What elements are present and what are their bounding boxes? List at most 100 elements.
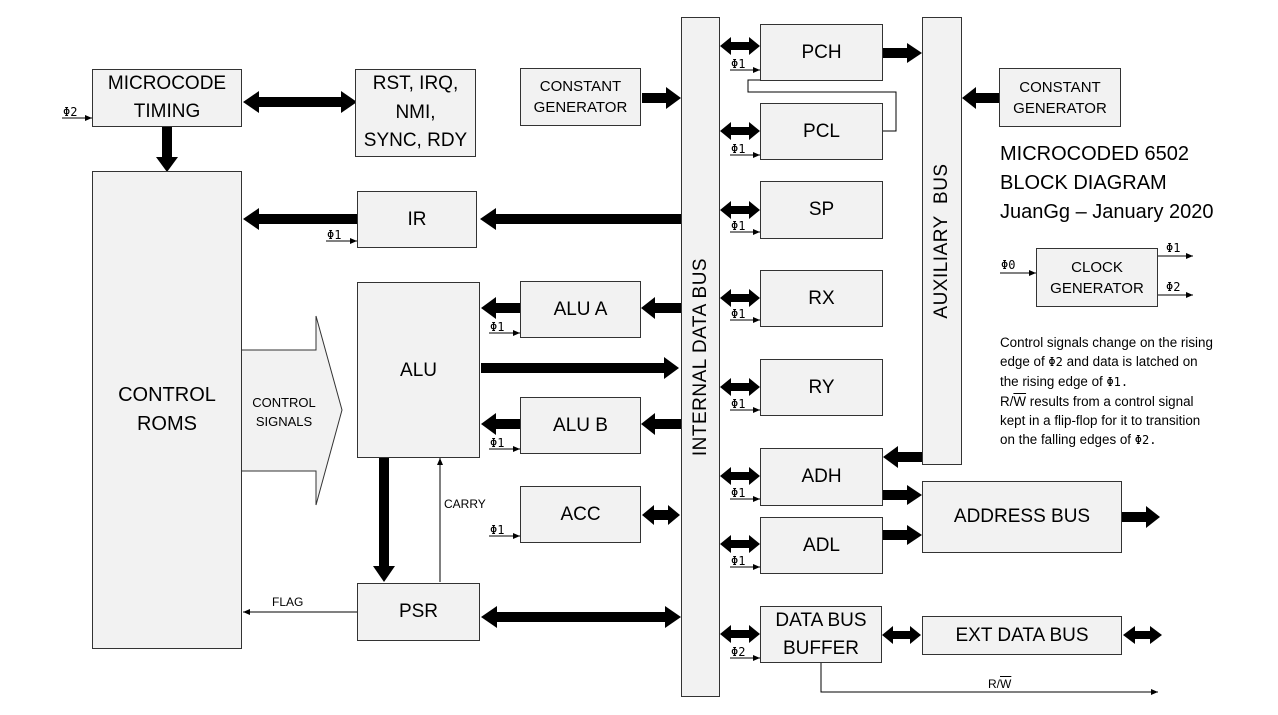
phi1-label-pch: Φ1 [731,57,746,71]
auxiliary-bus-label: AUXILIARY BUS [931,163,952,319]
rw-label: R/W [988,677,1011,691]
bus-rx-double-arrow [720,289,760,307]
phi1-label-acc: Φ1 [490,523,505,537]
ir-label: IR [407,208,427,230]
bus-dbb-double-arrow [720,625,760,643]
ext-out-double-arrow [1123,626,1162,644]
timing-note: Control signals change on the rising edg… [1000,333,1270,450]
acc-bus-double-arrow [642,505,680,525]
alua-to-alu-arrow [481,297,520,319]
ry-label: RY [808,376,835,398]
adh-block: ADH [760,448,883,506]
address-bus-block: ADDRESS BUS [922,481,1122,553]
bus-pch-double-arrow [720,37,760,55]
auxiliary-bus: AUXILIARY BUS [922,17,962,465]
rx-label: RX [808,287,835,309]
acc-label: ACC [560,503,601,525]
constant-generator-left-line2: GENERATOR [533,99,628,116]
note-line6: on the falling edges of Φ2. [1000,432,1157,447]
pcl-block: PCL [760,103,883,160]
alub-to-alu-arrow [481,413,520,435]
sp-block: SP [760,181,883,239]
adh-to-addrbus-arrow [883,485,922,505]
data-bus-buffer-line2: BUFFER [783,637,859,659]
alu-a-block: ALU A [520,281,641,338]
phi1-label-adh: Φ1 [731,486,746,500]
phi1-label-pcl: Φ1 [731,142,746,156]
internal-data-bus-label: INTERNAL DATA BUS [689,257,711,457]
dbb-ext-double-arrow [882,626,921,644]
control-signals-line1: CONTROL [252,395,316,410]
data-bus-buffer-line1: DATA BUS [775,609,867,631]
rst-irq-block: RST, IRQ,NMI,SYNC, RDY [355,69,476,157]
adl-label: ADL [803,534,840,556]
addrbus-out-arrow [1122,506,1160,528]
pch-block: PCH [760,24,883,81]
alu-a-label: ALU A [553,298,608,320]
bus-adl-double-arrow [720,535,760,553]
bus-to-ir-arrow [480,208,681,230]
microcode-timing-line1: MICROCODE [107,73,227,95]
control-signals-line2: SIGNALS [255,414,313,429]
constant-generator-right-line2: GENERATOR [1013,99,1107,117]
psr-block: PSR [357,583,480,641]
alu-to-bus-arrow [481,357,679,379]
phi0-label-clock: Φ0 [1001,258,1016,272]
bus-to-alua-arrow [641,297,681,319]
pcl-pch-loop-line [747,79,897,132]
timing-to-roms-arrow [156,127,178,172]
phi1-label-ir: Φ1 [327,228,342,242]
phi1-label-sp: Φ1 [731,219,746,233]
psr-bus-double-arrow [481,606,681,628]
pcl-label: PCL [803,120,840,142]
phi2-label-timing: Φ2 [63,105,78,119]
phi1-label-clock: Φ1 [1166,241,1181,255]
adl-to-addrbus-arrow [883,525,922,545]
constgen-to-bus-arrow [642,87,681,109]
title-line2: BLOCK DIAGRAM [1000,172,1167,194]
bus-sp-double-arrow [720,201,760,219]
rw-line [820,663,1158,695]
rst-irq-line3: SYNC, RDY [363,130,468,152]
alu-to-psr-arrow [373,458,395,582]
psr-label: PSR [398,601,439,623]
control-signals-label: CONTROL SIGNALS [246,393,322,431]
adl-block: ADL [760,517,883,574]
alu-b-label: ALU B [553,414,608,436]
control-roms-line1: CONTROL [118,384,216,406]
pch-to-aux-arrow [883,43,922,63]
bus-adh-double-arrow [720,467,760,485]
constant-generator-right-line1: CONSTANT [1019,78,1101,96]
alu-label: ALU [400,360,437,381]
note-line5: kept in a flip-flop for it to transition [1000,413,1201,428]
clock-generator-line1: CLOCK [1071,258,1123,276]
clock-generator-line2: GENERATOR [1050,279,1144,297]
microcode-timing-line2: TIMING [133,101,201,122]
alu-b-block: ALU B [520,397,641,454]
ry-block: RY [760,359,883,416]
alu-block: ALU [357,282,480,458]
title-line3: JuanGg – January 2020 [1000,201,1214,223]
constgen-to-aux-arrow [962,87,999,109]
note-line3: the rising edge of Φ1. [1000,374,1129,389]
carry-label: CARRY [444,497,486,511]
note-line4: R/W results from a control signal [1000,394,1194,409]
clock-generator-block: CLOCK GENERATOR [1036,248,1158,307]
ext-data-bus-block: EXT DATA BUS [922,616,1122,655]
data-bus-buffer-block: DATA BUS BUFFER [760,606,882,663]
adh-label: ADH [801,466,842,488]
constant-generator-right-block: CONSTANT GENERATOR [999,68,1121,127]
ir-to-roms-arrow [243,208,357,230]
phi1-label-rx: Φ1 [731,307,746,321]
note-line1: Control signals change on the rising [1000,335,1213,350]
title-line1: MICROCODED 6502 [1000,143,1189,165]
address-bus-label: ADDRESS BUS [953,506,1091,528]
microcode-timing-block: MICROCODE TIMING [92,69,242,127]
rw-label-prefix: R/ [988,677,1000,691]
phi1-label-adl: Φ1 [731,554,746,568]
pch-label: PCH [801,41,842,63]
